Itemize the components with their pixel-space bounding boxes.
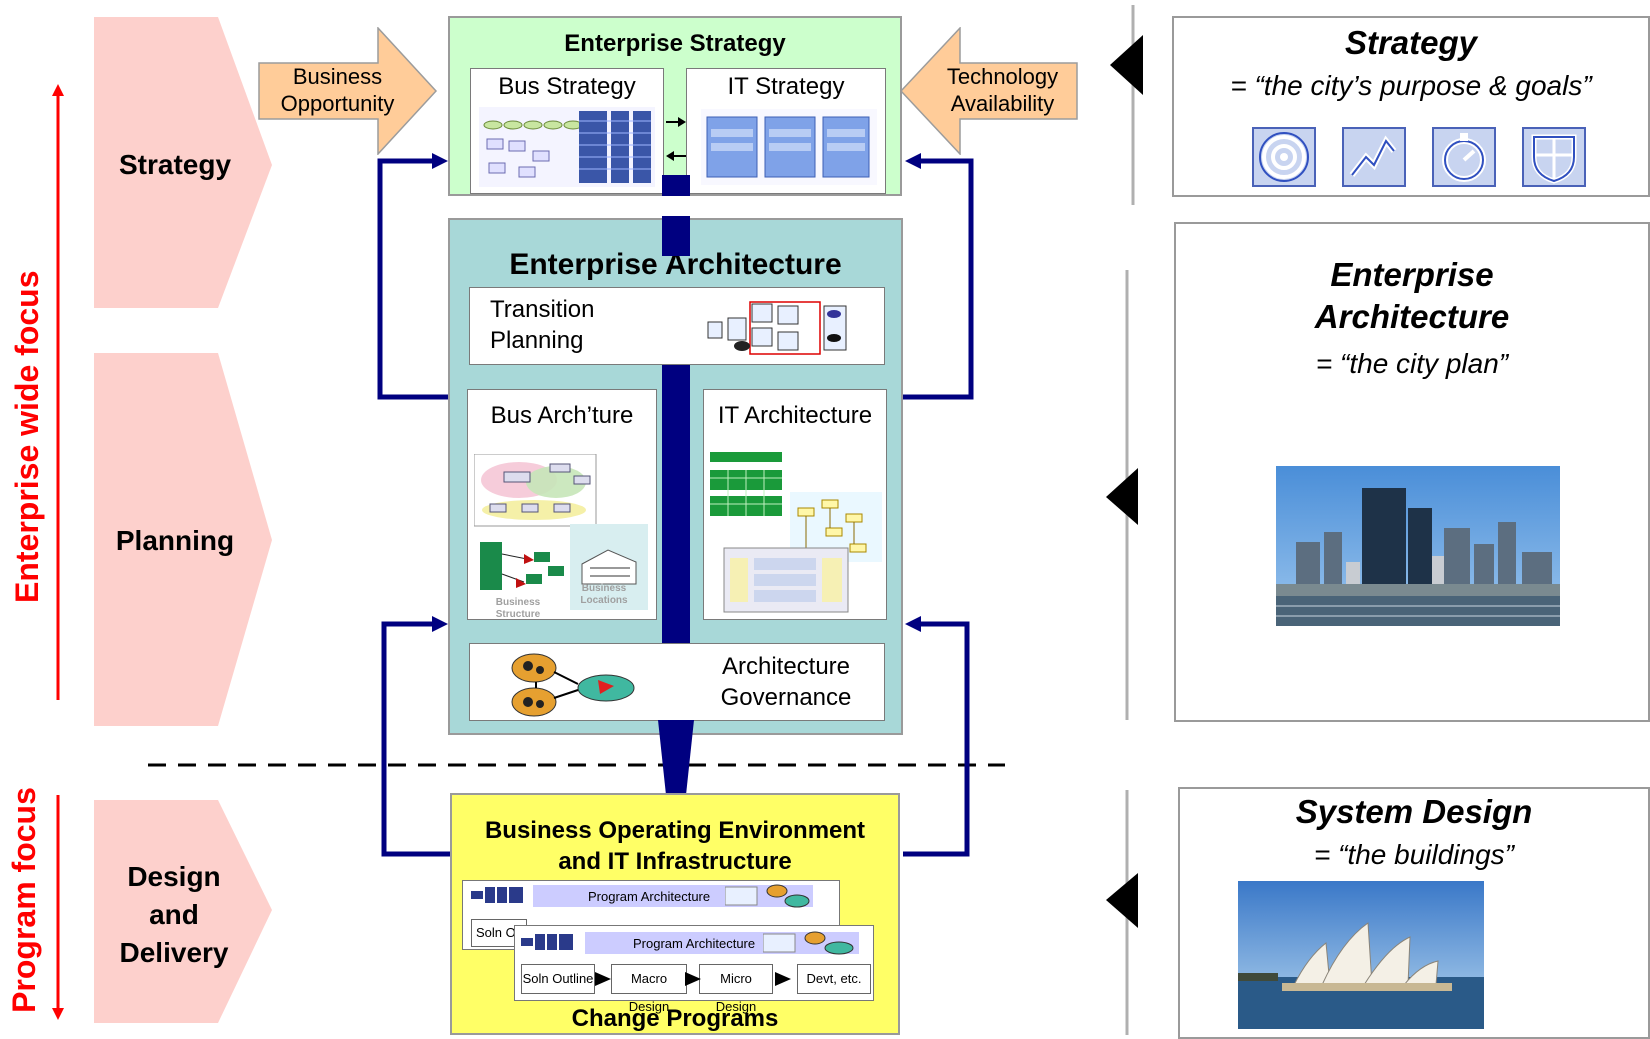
city-skyline-image [1276,466,1560,626]
it-architecture-thumbnail [710,452,882,613]
ea-to-strategy-left [377,158,448,400]
ea-to-strategy-right [903,158,974,400]
boe-title: Business Operating Environment and IT In… [484,817,866,875]
boe-box: Business Operating Environment and IT In… [450,793,900,1035]
business-opportunity-label: Business Opportunity [280,64,395,116]
sd-analogy-title: System Design [1295,793,1533,830]
program-architecture-icon-front [521,934,573,950]
strategy-exchange-arrows [666,117,686,161]
bus-architecture-label: Bus Arch’ture [490,402,634,429]
program-architecture-card-front: Program Architecture Soln Outline Macro … [514,925,874,1014]
bus-strategy-thumbnail [479,107,655,187]
sd-analogy-box: System Design = “the buildings” [1178,787,1650,1039]
business-locations-label: Business Locations [580,583,628,606]
opera-house-image [1238,881,1484,1029]
technology-availability-label: Technology Availability [946,64,1059,116]
program-architecture-people-icon-front [763,931,854,955]
ea-analogy-box: Enterprise Architecture = “the city plan… [1174,222,1650,722]
bus-architecture-panel: Bus Arch’ture Business Structure Busines… [467,389,657,620]
program-architecture-icon [471,887,523,903]
sd-pointer [1106,873,1138,928]
ea-pointer [1106,468,1138,525]
it-strategy-label: IT Strategy [727,73,845,100]
strategy-analogy-title: Strategy [1344,24,1478,61]
phase-planning: Planning [115,525,235,556]
strategy-analogy-subtitle: = “the city’s purpose & goals” [1230,70,1592,101]
target-icon [1252,127,1316,187]
shield-icon [1522,127,1586,187]
business-opportunity-arrow [258,27,438,155]
boe-to-ea-left [381,621,450,857]
boe-to-ea-right [903,621,970,857]
it-strategy-panel: IT Strategy [686,68,886,194]
step-arrows [595,972,791,986]
ea-analogy-title: Enterprise Architecture [1314,256,1510,335]
it-architecture-label: IT Architecture [717,402,873,429]
phase-design: Design and Delivery [119,861,229,968]
sd-analogy-subtitle: = “the buildings” [1313,839,1514,870]
bus-strategy-label: Bus Strategy [498,73,636,100]
step-macro-design: Macro Design [611,964,687,1014]
planning-chevron [94,353,272,726]
technology-availability-arrow [900,27,1078,155]
stopwatch-icon [1432,127,1496,187]
step-micro-design: Micro Design [699,964,773,1014]
program-architecture-label-back: Program Architecture [588,889,711,904]
enterprise-strategy-title: Enterprise Strategy [564,30,786,57]
business-structure-label: Business Structure [495,597,541,620]
enterprise-strategy-box: Enterprise Strategy Bus Strategy IT Stra… [448,16,902,196]
transition-planning-label: Transition Planning [490,296,595,354]
step-devt: Devt, etc. [797,964,871,994]
ea-analogy-subtitle: = “the city plan” [1315,348,1509,379]
transition-planning-panel: Transition Planning [469,287,885,365]
step-soln-outline: Soln Outline [521,964,595,994]
it-architecture-panel: IT Architecture [703,389,887,620]
architecture-governance-panel: Architecture Governance [469,643,885,721]
architecture-governance-label: Architecture Governance [720,653,852,711]
program-architecture-label-front: Program Architecture [633,936,756,951]
transition-planning-thumbnail [707,301,847,355]
strategy-chevron [94,17,272,308]
governance-thumbnail [511,653,635,717]
design-chevron [94,800,272,1023]
change-programs-title: Change Programs [571,1005,779,1032]
bus-strategy-panel: Bus Strategy [470,68,664,194]
bus-architecture-thumbnail [474,454,648,610]
strategy-analogy-box: Strategy = “the city’s purpose & goals” [1172,16,1650,197]
program-architecture-people-icon [725,884,810,908]
strategy-pointer [1110,35,1143,95]
phase-strategy: Strategy [118,149,232,180]
chart-line-icon [1342,127,1406,187]
it-strategy-thumbnail [701,109,877,185]
